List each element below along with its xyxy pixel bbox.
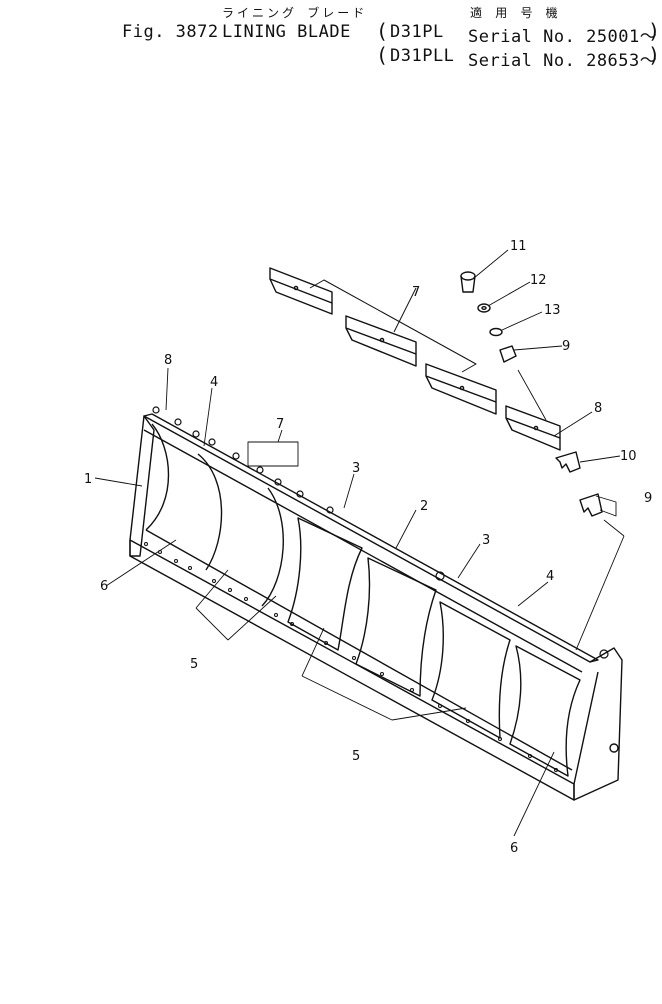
callout-numbers: 1 2 3 3 4 4 5 5 6 6 7 7 8 8 9 9 10 11 12… xyxy=(84,239,652,856)
callout-5a: 5 xyxy=(190,657,198,672)
liner-strip-3 xyxy=(425,363,497,415)
clip-9-lower xyxy=(579,493,603,517)
callout-11: 11 xyxy=(510,239,527,254)
liner-strip-2 xyxy=(345,315,417,367)
callout-13: 13 xyxy=(544,303,561,318)
model-1: D31PL xyxy=(390,22,444,42)
callout-6a: 6 xyxy=(100,579,108,594)
bracket-open-1: ( xyxy=(376,19,389,43)
liner-panel-e xyxy=(431,601,511,739)
liner-panel-d xyxy=(355,557,437,697)
liner-panel-a xyxy=(197,453,223,571)
callout-3a: 3 xyxy=(352,461,360,476)
callout-4b: 4 xyxy=(546,569,554,584)
clip-10 xyxy=(555,451,581,473)
serial-2: Serial No. 28653～ xyxy=(468,51,658,71)
liner-panel-f xyxy=(509,645,581,777)
bracket-close-1: ) xyxy=(648,19,661,43)
callout-3b: 3 xyxy=(482,533,490,548)
part-title: LINING BLADE xyxy=(222,22,351,42)
callout-9b: 9 xyxy=(644,491,652,506)
figure-number: Fig. 3872 xyxy=(122,22,219,42)
callout-8b: 8 xyxy=(594,401,602,416)
bracket-open-2: ( xyxy=(376,43,389,67)
callout-5b: 5 xyxy=(352,749,360,764)
callout-8a: 8 xyxy=(164,353,172,368)
callout-10: 10 xyxy=(620,449,637,464)
callout-9a: 9 xyxy=(562,339,570,354)
serial-1: Serial No. 25001～ xyxy=(468,27,658,47)
liner-strip-1 xyxy=(269,267,333,315)
bracket-close-2: ) xyxy=(648,43,661,67)
bolt-11 xyxy=(460,271,476,293)
callout-2: 2 xyxy=(420,499,428,514)
callout-7a: 7 xyxy=(412,285,420,300)
liner-strip-4 xyxy=(505,405,561,451)
washer-13 xyxy=(489,327,503,337)
jp-applicable-label: 適 用 号 機 xyxy=(470,6,561,20)
callout-12: 12 xyxy=(530,273,547,288)
callout-7b: 7 xyxy=(276,417,284,432)
drawing-header: ライニング ブレード 適 用 号 機 Fig. 3872 LINING BLAD… xyxy=(0,0,662,71)
blade-assembly xyxy=(129,406,623,801)
jp-part-title: ライニング ブレード xyxy=(222,6,368,20)
clip-9-upper xyxy=(499,345,517,363)
liner-panel-c xyxy=(287,517,363,651)
model-2: D31PLL xyxy=(390,46,455,66)
washer-12 xyxy=(477,303,491,313)
callout-1: 1 xyxy=(84,472,92,487)
callout-6b: 6 xyxy=(510,841,518,856)
liner-panel-b xyxy=(261,487,284,607)
callout-4a: 4 xyxy=(210,375,218,390)
